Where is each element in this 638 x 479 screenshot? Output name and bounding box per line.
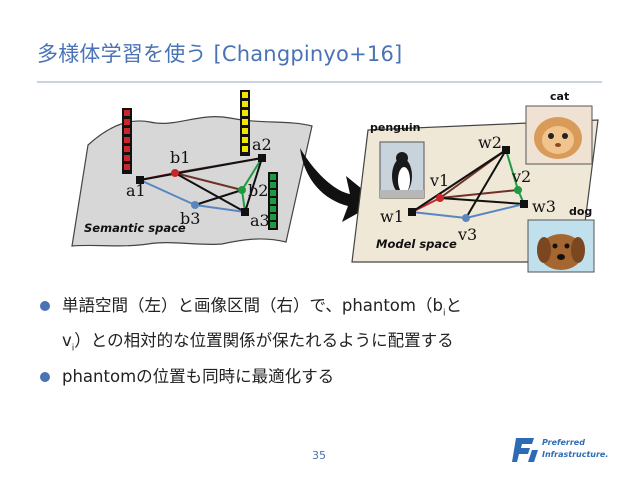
model-space-label: Model space	[376, 237, 457, 251]
node-w3	[520, 200, 528, 208]
semantic-space-label: Semantic space	[84, 221, 186, 235]
penguin-image	[379, 141, 425, 199]
bullet-item-2: phantomの位置も同時に最適化する	[38, 363, 613, 391]
node-a1	[136, 176, 144, 184]
label-a1: a1	[126, 181, 146, 200]
label-w1: w1	[380, 207, 404, 226]
node-w2	[502, 146, 510, 154]
bullet-dot-icon	[40, 301, 50, 311]
logo-text-line1: Preferred	[542, 438, 585, 447]
bullet-item-1: 単語空間（左）と画像区間（右）で、phantom（biと vi）との相対的な位置…	[38, 292, 613, 363]
bullet-1-text-b: と	[445, 296, 462, 315]
label-v3: v3	[457, 225, 477, 244]
bullet-2-text: phantomの位置も同時に最適化する	[62, 366, 335, 386]
node-a3	[241, 208, 249, 216]
label-w2: w2	[478, 133, 502, 152]
node-b2	[238, 186, 246, 194]
penguin-label: penguin	[370, 121, 420, 134]
label-b1: b1	[170, 148, 190, 167]
node-a2	[258, 154, 266, 162]
bullet-1-sub-b: i	[71, 343, 75, 354]
manifold-diagram: a1 b1 a2 b2 b3 a3 Semantic space penguin…	[71, 90, 599, 273]
label-b3: b3	[180, 209, 200, 228]
node-b3	[191, 201, 199, 209]
model-graph-edges	[411, 149, 525, 219]
dog-label: dog	[569, 205, 592, 218]
label-a3: a3	[250, 211, 270, 230]
page-number: 35	[312, 449, 326, 462]
label-v2: v2	[511, 167, 531, 186]
bullet-list: 単語空間（左）と画像区間（右）で、phantom（biと vi）との相対的な位置…	[38, 292, 613, 391]
logo-text-line2: Infrastructure.	[542, 450, 609, 459]
bullet-1-line2-b: ）との相対的な位置関係が保たれるように配置する	[74, 331, 454, 351]
cat-label: cat	[550, 90, 569, 103]
node-v2	[514, 186, 522, 194]
title-divider	[37, 81, 602, 83]
bullet-dot-icon	[40, 371, 50, 382]
bullet-1-sub-a: i	[442, 308, 446, 319]
label-v1: v1	[429, 171, 449, 190]
semantic-graph-edges	[139, 157, 263, 213]
company-logo: Preferred Infrastructure.	[512, 436, 622, 466]
node-v3	[462, 214, 470, 222]
node-w1	[408, 208, 416, 216]
vector-a1	[122, 108, 132, 174]
label-b2: b2	[248, 181, 268, 200]
dog-image	[527, 219, 595, 273]
cat-image	[525, 105, 593, 165]
slide-title: 多様体学習を使う [Changpinyo+16]	[37, 42, 403, 66]
bullet-1-text-a: 単語空間（左）と画像区間（右）で、phantom（b	[62, 296, 443, 315]
node-b1	[171, 169, 179, 177]
label-a2: a2	[252, 135, 272, 154]
vector-a3	[268, 172, 278, 230]
bullet-1-line2-a: v	[62, 331, 72, 351]
logo-mark-icon	[512, 438, 538, 462]
vector-a2	[240, 90, 250, 156]
node-v1	[436, 194, 444, 202]
label-w3: w3	[532, 197, 556, 216]
